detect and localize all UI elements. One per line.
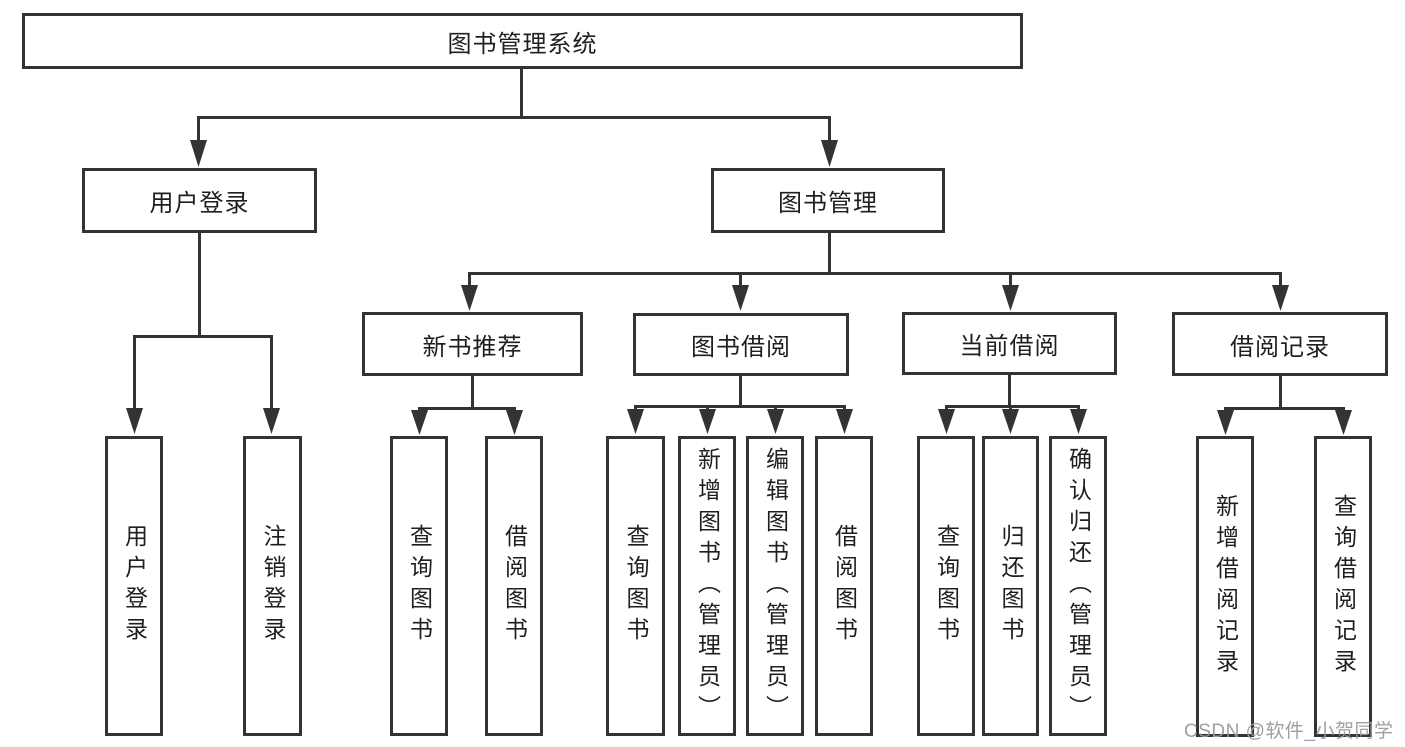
arrow-icon xyxy=(938,409,955,434)
node-current-borrow: 当前借阅 xyxy=(902,312,1117,375)
connector-currentborrow-to-leaves xyxy=(945,375,1080,410)
leaf-edit-books-admin: 编辑图书（管理员） xyxy=(746,436,804,736)
leaf-borrow-books-recommend: 借阅图书 xyxy=(485,436,543,736)
arrowheads xyxy=(126,140,1352,435)
arrow-icon xyxy=(836,409,853,434)
connector-root-to-level2 xyxy=(197,69,831,143)
arrow-icon xyxy=(461,285,478,311)
connector-bookmgmt-to-level3 xyxy=(468,233,1282,287)
node-book-management: 图书管理 xyxy=(711,168,945,233)
node-system-root: 图书管理系统 xyxy=(22,13,1023,69)
arrow-icon xyxy=(699,409,716,434)
arrow-icon xyxy=(126,408,143,434)
node-book-borrow: 图书借阅 xyxy=(633,313,849,376)
connector-userlogin-to-leaves xyxy=(133,233,273,409)
leaf-add-borrow-record: 新增借阅记录 xyxy=(1196,436,1254,737)
node-user-login: 用户登录 xyxy=(82,168,317,233)
leaf-confirm-return-admin: 确认归还（管理员） xyxy=(1049,436,1107,736)
arrow-icon xyxy=(1070,409,1087,434)
arrow-icon xyxy=(732,285,749,311)
arrow-icon xyxy=(627,409,644,434)
node-new-book-recommend: 新书推荐 xyxy=(362,312,583,376)
leaf-return-books: 归还图书 xyxy=(982,436,1039,736)
csdn-watermark: CSDN @软件_小贺同学 xyxy=(1184,721,1394,742)
leaf-query-books-current: 查询图书 xyxy=(917,436,975,736)
arrow-icon xyxy=(1002,409,1019,434)
arrow-icon xyxy=(190,140,207,167)
arrow-icon xyxy=(1335,410,1352,435)
arrow-icon xyxy=(767,409,784,434)
arrow-icon xyxy=(506,410,523,435)
arrow-icon xyxy=(1272,285,1289,311)
arrow-icon xyxy=(1217,410,1234,435)
leaf-query-borrow-record: 查询借阅记录 xyxy=(1314,436,1372,737)
leaf-borrow-books: 借阅图书 xyxy=(815,436,873,736)
leaf-query-books-recommend: 查询图书 xyxy=(390,436,448,736)
arrow-icon xyxy=(821,140,838,167)
leaf-add-books-admin: 新增图书（管理员） xyxy=(678,436,736,736)
connector-bookborrow-to-leaves xyxy=(634,376,846,410)
leaf-query-books-borrow: 查询图书 xyxy=(606,436,665,736)
arrow-icon xyxy=(263,408,280,434)
node-borrow-records: 借阅记录 xyxy=(1172,312,1388,376)
leaf-user-login: 用户登录 xyxy=(105,436,163,736)
leaf-logout: 注销登录 xyxy=(243,436,302,736)
connector-records-to-leaves xyxy=(1224,375,1345,412)
arrow-icon xyxy=(1002,285,1019,311)
arrow-icon xyxy=(411,410,428,435)
connector-newbook-to-leaves xyxy=(418,376,516,412)
